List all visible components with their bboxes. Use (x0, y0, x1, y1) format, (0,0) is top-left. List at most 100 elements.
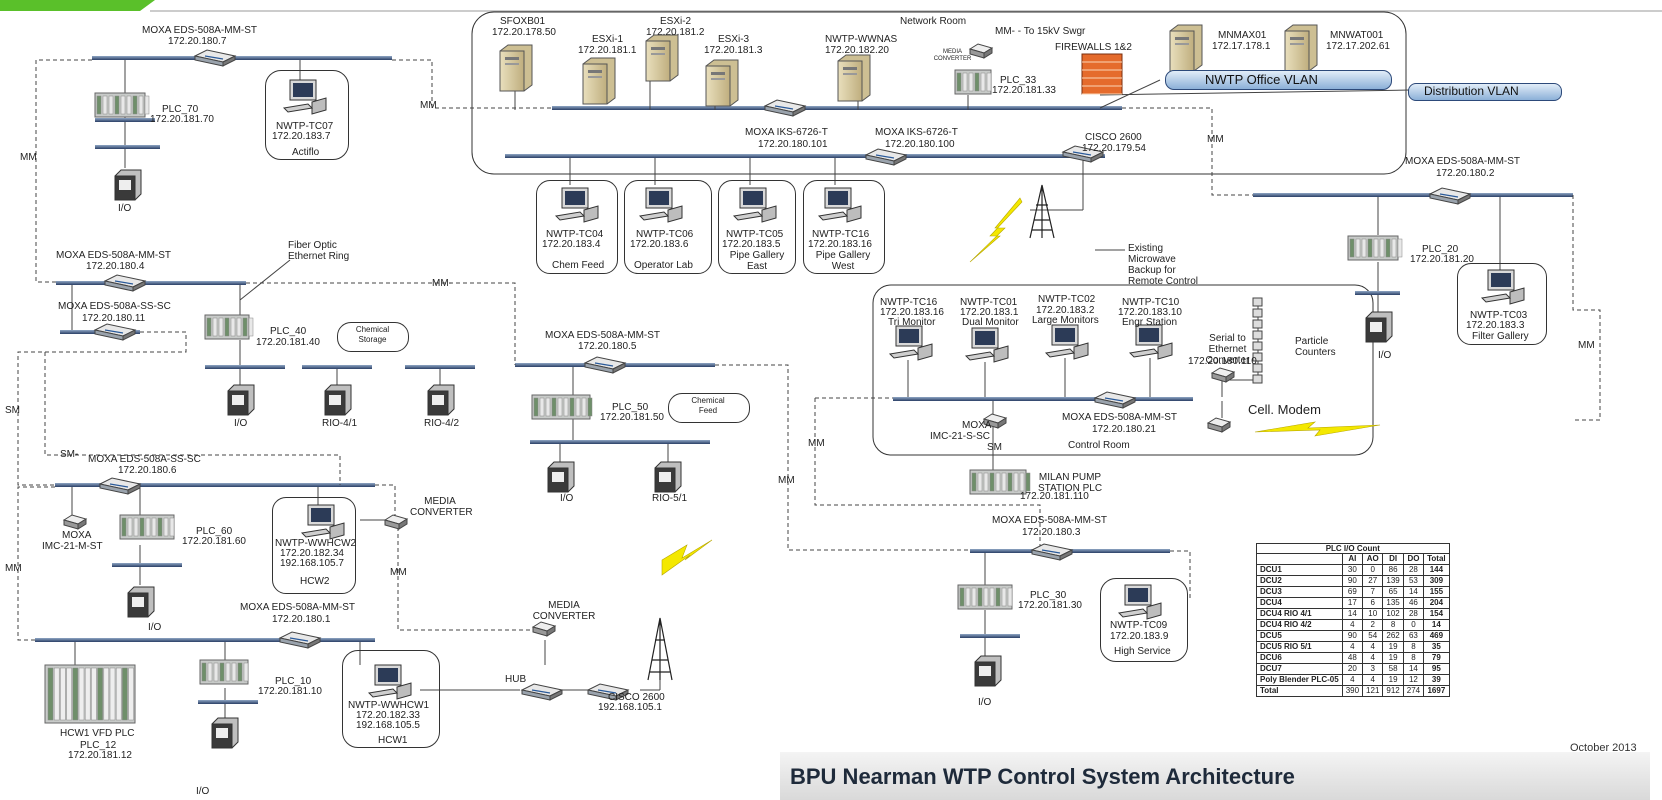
link-mm-4: MM- (432, 278, 452, 289)
io-table-cell: 30 (1341, 564, 1364, 576)
bus-plc70-io (95, 145, 160, 149)
plc20-icon (1347, 235, 1403, 261)
io-table-cell: 4 (1341, 619, 1364, 631)
ws-tc06-ip: 172.20.183.6 (630, 239, 689, 250)
io-table-cell: 69 (1341, 586, 1364, 598)
cr-tc02-ip: 172.20.183.2 (1036, 305, 1095, 316)
plc50-ip: 172.20.181.50 (600, 412, 664, 423)
cr-imc-model: IMC-21-S-SC (930, 431, 991, 442)
switch-moxa-d-icon (98, 477, 142, 495)
cell-modem-icon (1206, 417, 1232, 433)
imc-m-model: IMC-21-M-ST (42, 541, 103, 552)
rio42-icon (427, 384, 455, 416)
io-table-cell: 135 (1382, 597, 1404, 609)
plc40-io-label: I/O (234, 418, 248, 429)
bus-rio42 (405, 365, 475, 369)
milan-ip: 172.20.181.110 (1020, 491, 1089, 502)
io-plc30-icon (974, 655, 1002, 687)
moxa-f-label: MOXA EDS-508A-MM-ST (545, 330, 661, 341)
server-nwtpwwnas-name: NWTP-WWNAS (825, 34, 898, 45)
cr-tc01-ip: 172.20.183.1 (960, 307, 1019, 318)
wwhcw2-ip2: 192.168.105.7 (280, 558, 344, 569)
cell-modem-label: Cell. Modem (1248, 402, 1321, 417)
link-mm-8: MM (5, 563, 22, 574)
io-table-row-label: DCU4 (1256, 597, 1343, 609)
switch-moxa-e-icon (278, 631, 322, 649)
tower-bottom (647, 617, 673, 681)
server-esxi3-icon (705, 59, 739, 107)
tc09-ip: 172.20.183.9 (1110, 631, 1169, 642)
io-table-cell: 14 (1402, 586, 1425, 598)
plc50-icon (531, 394, 593, 420)
server-mnmax01-ip: 172.17.178.1 (1212, 41, 1271, 52)
cr-tc02-name: NWTP-TC02 (1038, 294, 1096, 305)
moxa-d-label: MOXA EDS-508A-SS-SC (88, 454, 201, 465)
particle-counter-icon (1252, 319, 1263, 329)
server-bus (552, 106, 1122, 110)
ws-tc05-ip: 172.20.183.5 (722, 239, 781, 250)
server-esxi2-ip: 172.20.181.2 (646, 27, 705, 38)
server-esxi3-name: ESXi-3 (718, 34, 750, 45)
plc70-ip: 172.20.181.70 (150, 114, 214, 125)
plc33-label: PLC_33 (1000, 75, 1037, 86)
cr-tc16-ip: 172.20.183.16 (880, 307, 944, 318)
plc60-label: PLC_60 (196, 526, 233, 537)
bus-plc60-io (112, 563, 182, 567)
plc33-ip: 172.20.181.33 (992, 85, 1056, 96)
chem-feed-label: Chemical Feed (691, 396, 725, 415)
wwhcw1-name: NWTP-WWHCW1 (348, 700, 430, 711)
plc10-io-label: I/O (196, 786, 210, 797)
pc-cr-tc10-icon (1128, 324, 1173, 360)
cell-bolt-left (661, 539, 713, 576)
pc-cr-tc16-icon (888, 325, 933, 361)
network-room-label: Network Room (900, 16, 967, 27)
io-table-cell: 274 (1402, 685, 1425, 697)
serial-converter-label: Serial to Ethernet Converter (1205, 333, 1250, 366)
distribution-vlan-label: Distribution VLAN (1424, 84, 1519, 98)
io-table-cell: 102 (1382, 608, 1404, 620)
io-table-cell: 469 (1423, 630, 1450, 642)
io-table-header-cell: DO (1402, 553, 1425, 565)
moxa-iks-1-label: MOXA IKS-6726-T (745, 127, 828, 138)
chem-feed-box (668, 393, 750, 423)
io-table-cell: 90 (1341, 575, 1364, 587)
link-mm-3: MM (1207, 134, 1224, 145)
io-table-cell: 8 (1402, 652, 1425, 664)
io-table-cell: 20 (1341, 663, 1364, 675)
io-table-cell: 53 (1402, 575, 1425, 587)
pc-tc04-icon (554, 187, 599, 223)
rio41-icon (324, 384, 352, 416)
tc03-ip: 172.20.183.3 (1466, 320, 1525, 331)
switch-moxa-iks2-icon (864, 148, 908, 166)
server-esxi1-icon (582, 57, 616, 105)
serial-converter-ip: 172.20.180.110 (1188, 356, 1257, 367)
io-table-cell: 390 (1341, 685, 1364, 697)
pc-wwhcw1-icon (367, 664, 412, 700)
moxa-h-label: MOXA EDS-508A-MM-ST (992, 515, 1108, 526)
io-table-header-cell: AO (1362, 553, 1384, 565)
cisco2-label: CISCO 2600 (608, 692, 665, 703)
server-sfoxb01-name: SFOXB01 (500, 16, 546, 27)
cr-tc10-role: Engr Station (1122, 317, 1178, 328)
io-table-cell: 86 (1382, 564, 1404, 576)
moxa-b-label: MOXA EDS-508A-MM-ST (56, 250, 172, 261)
cr-tc16-name: NWTP-TC16 (880, 297, 938, 308)
rio51-icon (654, 461, 682, 493)
plc70-icon (94, 92, 150, 118)
particle-counter-icon (1252, 363, 1263, 373)
io-table-cell: 2 (1362, 619, 1384, 631)
rio42-label: RIO-4/2 (424, 418, 460, 429)
ws-tc05-loc: Pipe Gallery East (729, 250, 785, 272)
switch-moxa-g-icon (1428, 187, 1472, 205)
io-table-cell: 154 (1423, 608, 1450, 620)
plc40-label: PLC_40 (270, 326, 307, 337)
plc30-io-label: I/O (978, 697, 992, 708)
